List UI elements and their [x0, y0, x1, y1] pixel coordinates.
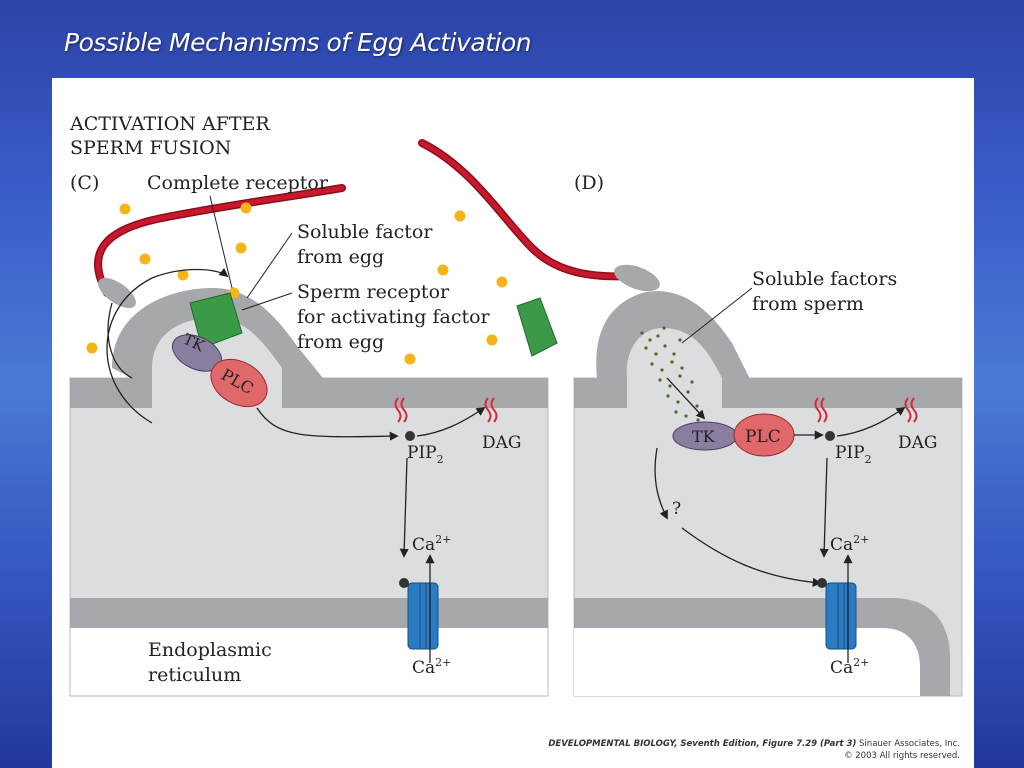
pip2-label-d: PIP2 — [835, 443, 872, 466]
sperm-factor-dots — [640, 326, 700, 422]
soluble-factor-label-1: Soluble factor — [297, 221, 433, 243]
sperm-receptor-label-1: Sperm receptor — [297, 281, 450, 303]
plc-protein-c — [210, 358, 268, 408]
ca-top-label-c: Ca2+ — [412, 533, 451, 555]
panel-c: TK PLC PIP2 DAG Ca2+ Ca2+ Endoplasmic re… — [69, 113, 549, 697]
er-lumen-c — [70, 626, 548, 696]
panel-d: TK PLC PIP2 DAG ? Ca2+ Ca2+ (D) Soluble … — [418, 139, 963, 697]
dag-label-c: DAG — [482, 433, 522, 453]
dag-label-d: DAG — [898, 433, 938, 453]
complete-receptor-label: Complete receptor — [147, 172, 329, 194]
er-label-line1: Endoplasmic — [148, 639, 272, 661]
soluble-factors-label-1: Soluble factors — [752, 268, 897, 290]
ca-bottom-label-d: Ca2+ — [830, 656, 869, 678]
soluble-factors-label-2: from sperm — [752, 293, 864, 315]
question-mark: ? — [672, 499, 681, 519]
panel-d-label: (D) — [574, 172, 604, 194]
figure-credit: DEVELOPMENTAL BIOLOGY, Seventh Edition, … — [548, 738, 960, 762]
svg-text:PLC: PLC — [745, 427, 781, 447]
pip2-label-c: PIP2 — [407, 443, 444, 466]
figure-panel: TK PLC PIP2 DAG Ca2+ Ca2+ Endoplasmic re… — [52, 78, 974, 768]
heading-line2: SPERM FUSION — [70, 137, 231, 159]
ca-top-label-d: Ca2+ — [830, 533, 869, 555]
credit-publisher: Sinauer Associates, Inc. — [859, 739, 960, 749]
er-label-line2: reticulum — [148, 664, 241, 686]
recycle-arrow-c — [106, 267, 229, 424]
ca-bottom-label-c: Ca2+ — [412, 656, 451, 678]
soluble-factor-dots-c — [86, 202, 416, 365]
pip2-lipid-c — [394, 397, 408, 423]
credit-copyright: © 2003 All rights reserved. — [844, 751, 960, 761]
heading-line1: ACTIVATION AFTER — [69, 113, 270, 135]
calcium-channel-d — [825, 582, 857, 650]
dag-lipid-c — [484, 397, 498, 423]
free-receptor — [516, 297, 558, 357]
credit-book: DEVELOPMENTAL BIOLOGY, Seventh Edition, — [548, 739, 760, 749]
soluble-factor-label-2: from egg — [297, 246, 384, 268]
er-membrane-c — [70, 598, 548, 628]
calcium-channel-c — [407, 582, 439, 650]
activation-diagram: TK PLC PIP2 DAG Ca2+ Ca2+ Endoplasmic re… — [69, 113, 963, 697]
panel-c-label: (C) — [70, 172, 99, 194]
complete-receptor — [189, 292, 243, 349]
sperm-receptor-label-3: from egg — [297, 331, 384, 353]
sperm-receptor-label-2: for activating factor — [297, 306, 491, 328]
credit-figure: Figure 7.29 (Part 3) — [762, 739, 857, 749]
slide-title: Possible Mechanisms of Egg Activation — [64, 28, 532, 57]
svg-text:TK: TK — [692, 427, 716, 446]
